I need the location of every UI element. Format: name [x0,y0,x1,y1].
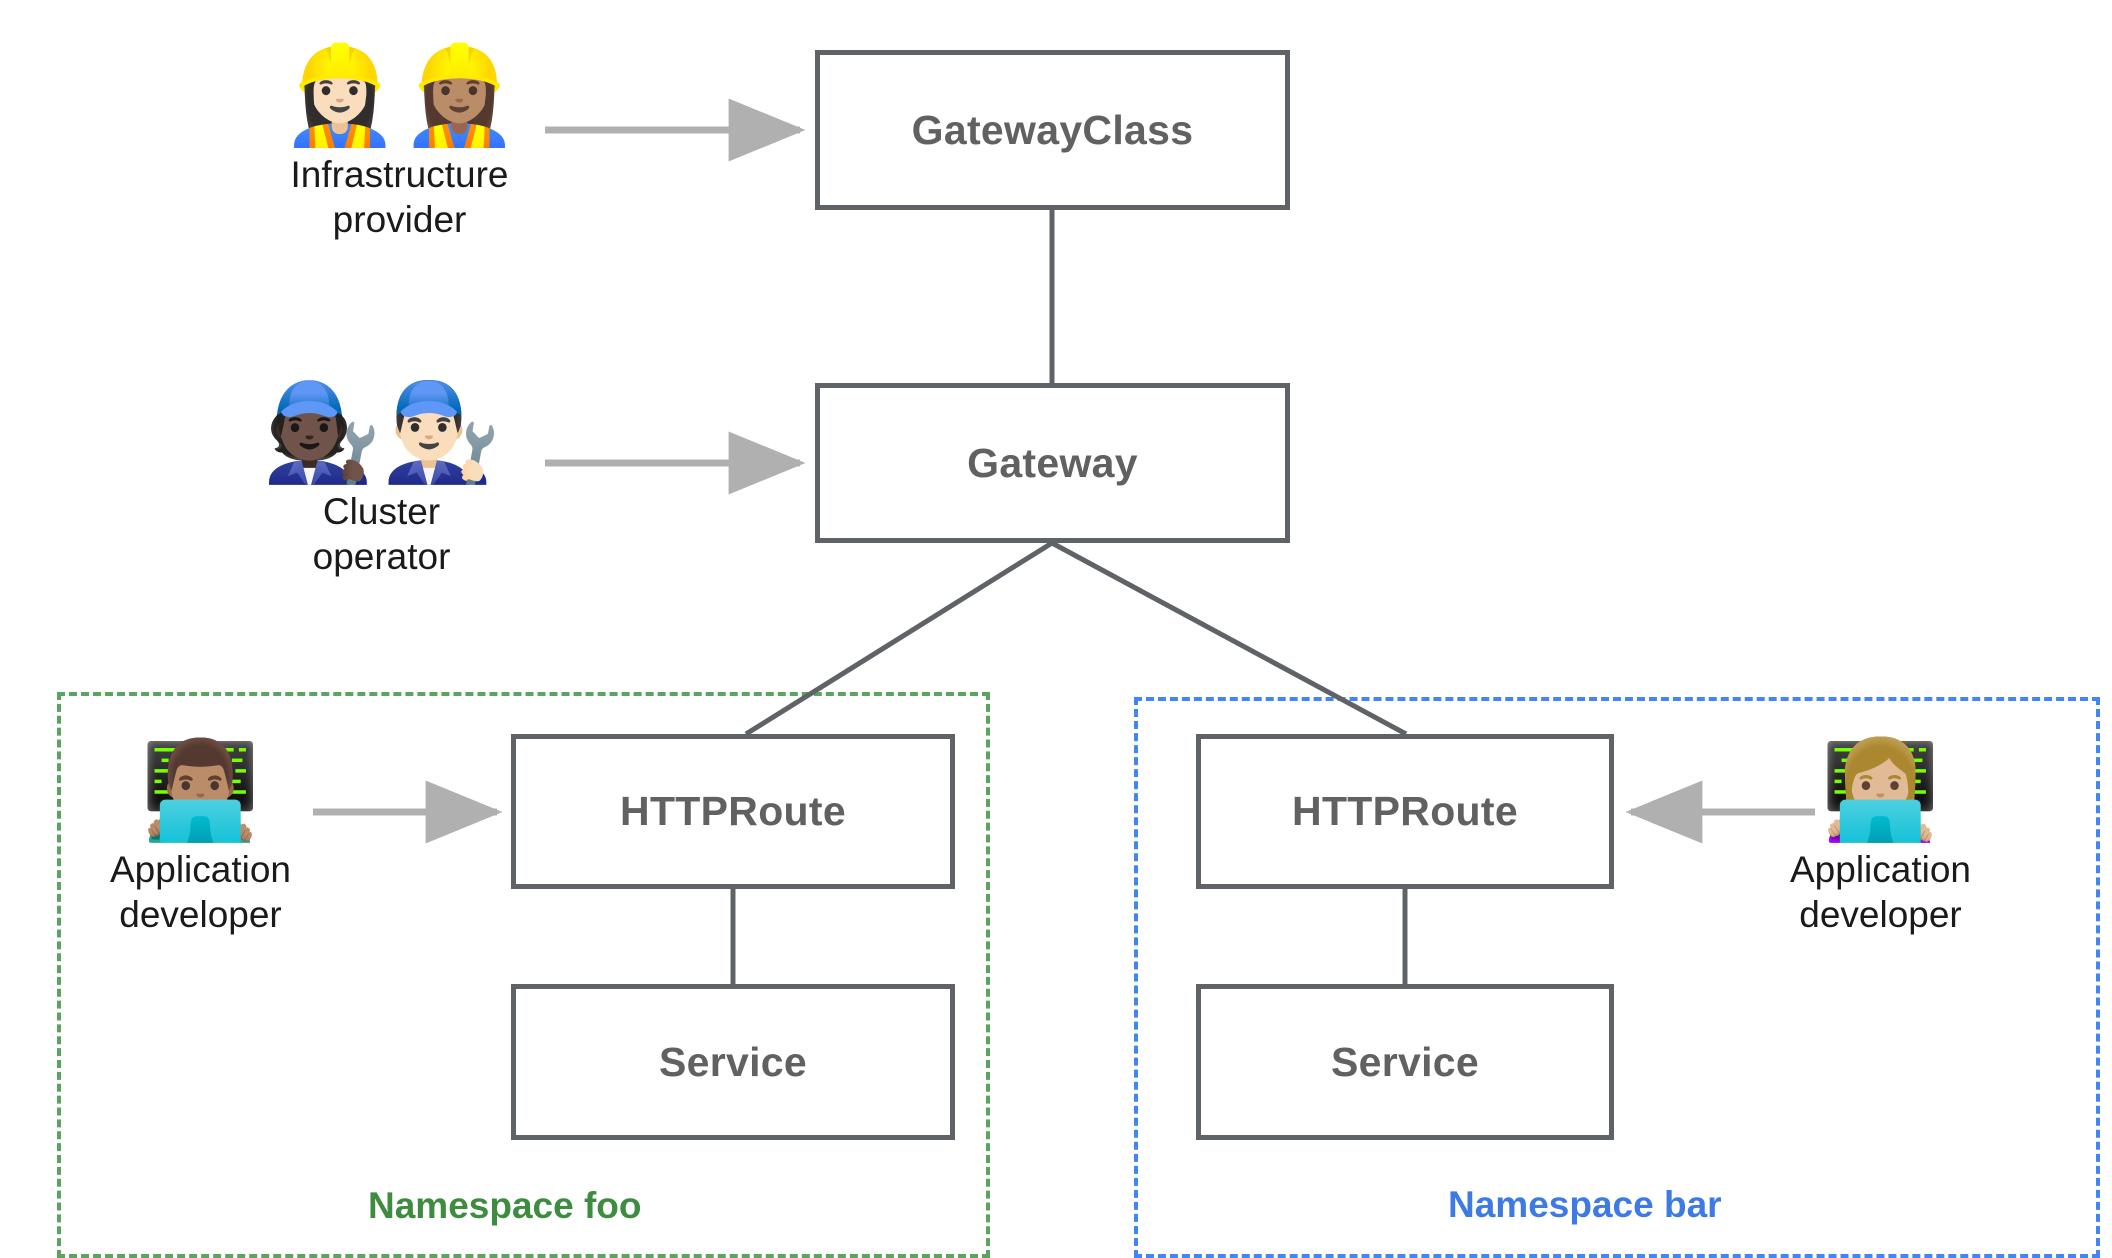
node-httproute-bar[interactable]: HTTPRoute [1196,734,1614,889]
node-label: Gateway [967,439,1138,486]
man-technologist-icon: 👨🏽‍💻 [140,734,261,846]
persona-label: Application developer [1790,848,1972,935]
persona-application-developer-foo: 👨🏽‍💻 Application developer [110,740,291,937]
construction-worker-icon: 👷🏻‍♀️👷🏽‍♀️ [280,39,520,151]
node-label: HTTPRoute [620,788,846,834]
node-httproute-foo[interactable]: HTTPRoute [511,734,955,889]
persona-application-developer-bar: 👩🏼‍💻 Application developer [1790,740,1971,937]
persona-label: Infrastructure provider [290,153,509,240]
persona-cluster-operator: 🧑🏿‍🔧👨🏻‍🔧 Cluster operator [262,382,501,579]
namespace-label-bar: Namespace bar [1448,1184,1722,1225]
node-label: HTTPRoute [1292,788,1518,834]
woman-technologist-icon: 👩🏼‍💻 [1820,734,1941,846]
persona-label: Application developer [110,848,292,935]
node-service-foo[interactable]: Service [511,984,955,1140]
persona-label: Cluster operator [312,490,451,577]
namespace-frame-bar [1134,697,2100,1258]
node-gatewayclass[interactable]: GatewayClass [815,50,1290,210]
node-gateway[interactable]: Gateway [815,383,1290,543]
node-label: Service [1330,1038,1479,1085]
node-label: Service [658,1038,807,1085]
mechanic-icon: 🧑🏿‍🔧👨🏻‍🔧 [262,376,502,488]
node-service-bar[interactable]: Service [1196,984,1614,1140]
namespace-frame-foo [57,692,990,1258]
namespace-label-foo: Namespace foo [368,1185,642,1226]
node-label: GatewayClass [911,106,1194,153]
persona-infrastructure-provider: 👷🏻‍♀️👷🏽‍♀️ Infrastructure provider [280,45,519,242]
